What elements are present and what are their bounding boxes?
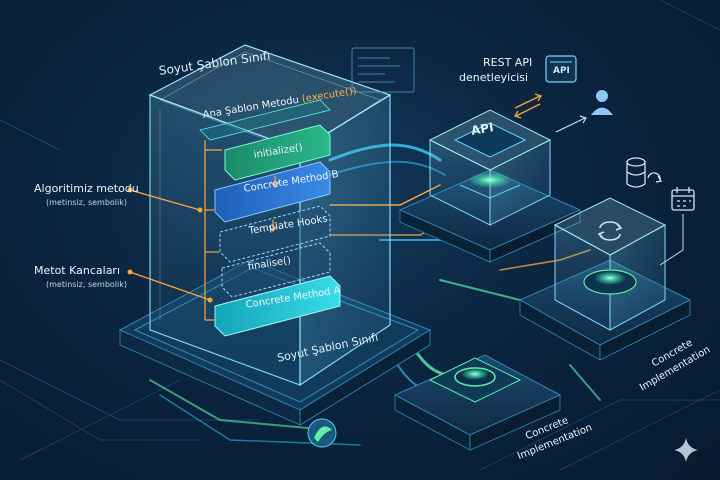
code-panel-decoration xyxy=(351,47,415,93)
algorithm-method-sublabel: (metinsiz, sembolik) xyxy=(46,198,127,207)
sync-cube xyxy=(518,197,692,361)
rest-api-label: REST API xyxy=(483,56,533,69)
left-pointers xyxy=(127,187,213,303)
user-icon xyxy=(591,90,613,115)
calendar-connector xyxy=(659,214,684,266)
rest-api-controller-label: denetleyicisi xyxy=(459,71,529,84)
implementation-unit-1 xyxy=(393,354,562,451)
step-bar-concrete-a xyxy=(214,275,341,337)
method-hooks-sublabel: (metinsiz, sembolik) xyxy=(46,280,127,289)
template-steps-stack xyxy=(199,99,341,337)
algorithm-method-label: Algoritimiz metodu xyxy=(34,182,139,195)
api-user-arrows xyxy=(555,115,587,133)
api-cube xyxy=(398,109,582,263)
api-icon xyxy=(545,55,577,83)
sparkle-icon xyxy=(674,438,698,462)
api-arrows xyxy=(514,93,542,119)
sync-icon xyxy=(597,221,623,241)
step-bar-finalise xyxy=(221,242,331,298)
database-sync-icon xyxy=(626,157,663,188)
step-bar-initialize xyxy=(224,124,331,181)
api-icon-label: API xyxy=(553,66,570,76)
calendar-icon xyxy=(671,187,695,211)
step-bar-template-hooks xyxy=(219,205,331,263)
brand-logo-icon xyxy=(307,418,337,448)
step-bar-concrete-b xyxy=(214,161,331,223)
method-hooks-label: Metot Kancaları xyxy=(34,264,121,277)
